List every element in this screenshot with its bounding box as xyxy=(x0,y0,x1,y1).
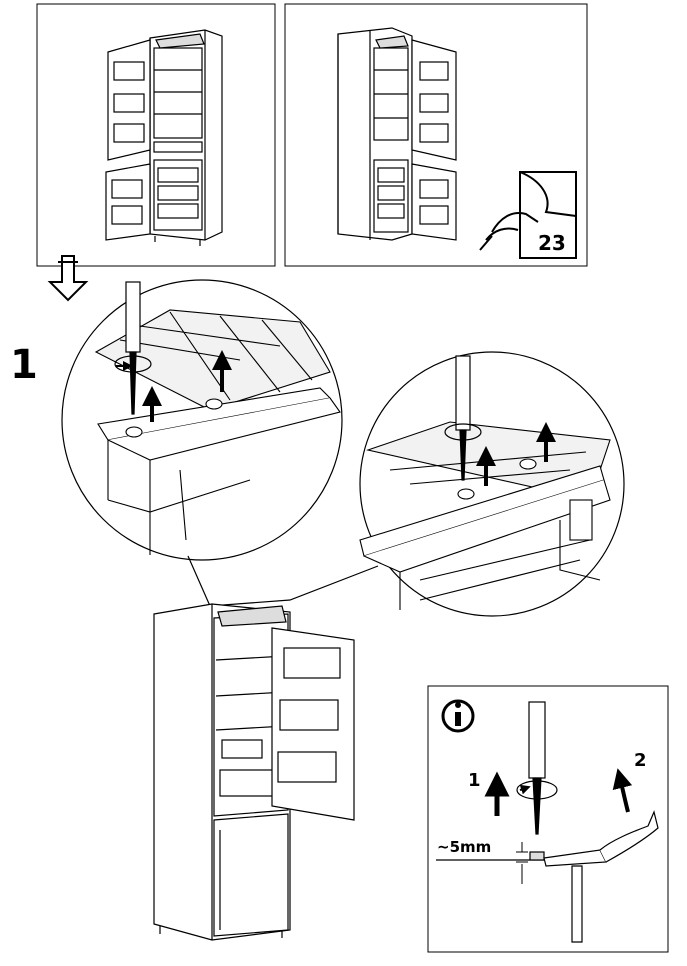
fridge-illustration-main xyxy=(153,603,355,941)
page-reference-number: 23 xyxy=(538,231,566,255)
info-panel: 1 2 ~5mm xyxy=(427,685,669,953)
page-reference-icon xyxy=(479,171,577,259)
gap-measurement: ~5mm xyxy=(437,838,491,856)
callout-connector xyxy=(187,555,379,607)
info-label-1: 1 xyxy=(468,770,481,791)
detail-circle-right xyxy=(359,351,625,617)
screwdriver-icon xyxy=(516,701,558,835)
info-label-2: 2 xyxy=(634,750,647,771)
step-number: 1 xyxy=(10,342,38,388)
tilt-arrow-icon xyxy=(612,768,633,813)
fridge-illustration-reversed xyxy=(337,27,457,241)
detail-circle-left xyxy=(61,279,343,561)
fridge-illustration-open xyxy=(105,29,223,246)
info-icon xyxy=(441,699,475,733)
lift-arrow-icon xyxy=(142,350,232,422)
panel-fridge-doors-open xyxy=(36,3,276,267)
flow-down-arrow-icon xyxy=(47,255,89,302)
screwdriver-icon xyxy=(444,355,482,481)
hinge-detail xyxy=(436,810,659,943)
lift-arrow-icon xyxy=(476,422,556,486)
panel-fridge-doors-reversed: 23 xyxy=(284,3,588,267)
